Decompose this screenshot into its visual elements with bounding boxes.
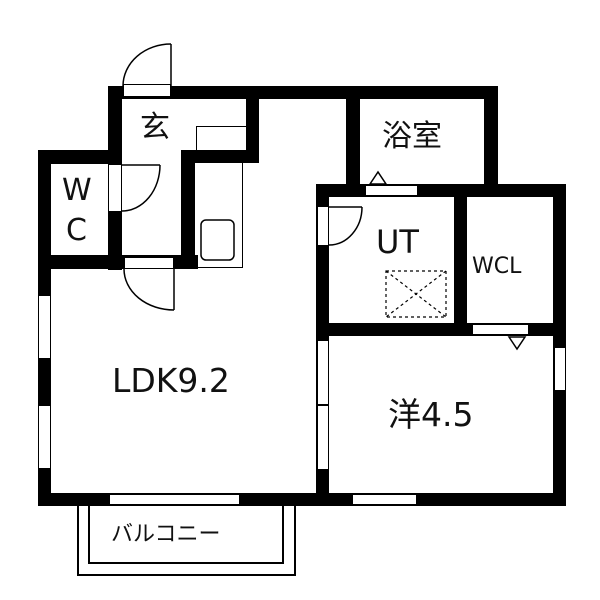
wall-ut-wcl-divider	[454, 184, 467, 336]
balcony-inner-bottom	[88, 562, 284, 564]
fridge-top	[196, 126, 246, 127]
room-label-wcl: WCL	[472, 254, 522, 279]
ut-door-swing-icon	[328, 206, 363, 246]
ut-door-opening	[317, 206, 329, 246]
wall-top	[108, 86, 498, 99]
room-label-balcony: バルコニー	[111, 522, 221, 547]
balcony-inner-left	[88, 506, 90, 564]
balcony-inner-right	[282, 506, 284, 564]
wall-genkan-left	[108, 86, 122, 160]
wall-right	[553, 184, 566, 506]
kitchen-counter-bottom	[194, 267, 243, 268]
room-label-wc-c: C	[66, 213, 87, 248]
ldk-door-opening	[124, 257, 174, 269]
balcony-outer-right	[294, 506, 296, 576]
ldk-door-swing-icon	[123, 268, 175, 311]
kitchen-sink-icon	[200, 219, 235, 261]
room-label-wc-w: W	[62, 173, 92, 208]
entrance-door-opening	[123, 84, 171, 97]
bath-entry-triangle-icon	[368, 170, 388, 185]
sliding-door-western-1	[317, 340, 329, 405]
room-label-ut: UT	[376, 223, 419, 261]
room-label-bath: 浴室	[382, 119, 442, 154]
wall-bath-right	[484, 86, 498, 196]
balcony-outer-bottom	[77, 574, 296, 576]
wall-bath-left	[346, 86, 360, 196]
wall-genkan-right	[246, 86, 259, 155]
balcony-outer-left	[77, 506, 79, 576]
kitchen-counter-right	[242, 163, 243, 268]
wcl-entry-triangle-icon	[507, 336, 527, 351]
window-western-bottom	[352, 494, 417, 505]
washing-machine-pan-icon	[385, 270, 447, 318]
window-western-right	[554, 347, 566, 391]
sliding-door-western-2	[317, 405, 329, 470]
wc-door-opening	[108, 164, 122, 212]
bath-door-opening	[365, 185, 418, 196]
room-label-western: 洋4.5	[388, 395, 474, 434]
room-label-genkan: 玄	[140, 110, 170, 145]
window-ldk-left-2	[38, 405, 51, 469]
wcl-door-opening	[472, 324, 529, 335]
window-balcony	[109, 494, 240, 505]
room-label-ldk: LDK9.2	[112, 361, 230, 400]
window-ldk-left-1	[38, 295, 51, 359]
wall-wc-top	[38, 150, 122, 164]
kitchen-counter-left	[194, 163, 195, 267]
wall-kitchen-top	[181, 150, 259, 163]
wc-door-swing-icon	[121, 164, 161, 212]
fridge-left	[196, 126, 197, 151]
entrance-door-swing-icon	[122, 43, 172, 87]
wall-kitchen-left	[181, 150, 194, 267]
